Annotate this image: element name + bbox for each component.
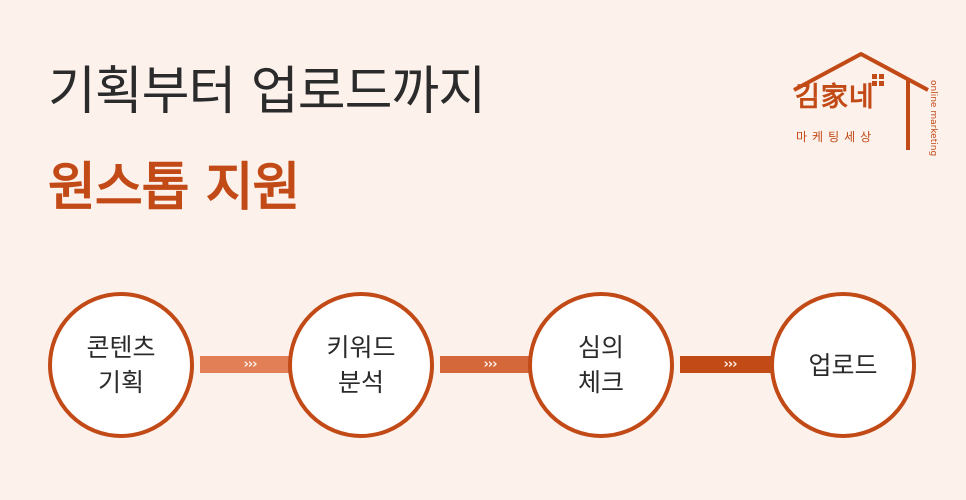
headline-line-2: 원스톱 지원 xyxy=(48,158,300,218)
step-label-line-1: 업로드 xyxy=(808,350,878,380)
house-logo-icon xyxy=(793,52,929,150)
step-review-check: 심의 체크 xyxy=(528,292,674,438)
connector-1: ››› xyxy=(200,356,300,373)
connector-2: ››› xyxy=(440,356,540,373)
logo-vertical-text: online marketing xyxy=(928,80,938,157)
step-content-planning: 콘텐츠 기획 xyxy=(48,292,194,438)
connector-3: ››› xyxy=(680,356,780,373)
step-label-line-2: 체크 xyxy=(577,368,624,397)
step-label-line-1: 키워드 xyxy=(326,333,396,362)
step-upload: 업로드 xyxy=(770,292,916,438)
logo-subtitle: 마케팅세상 xyxy=(796,130,877,144)
logo-name: 김家네 xyxy=(795,82,875,113)
step-label-line-1: 심의 xyxy=(577,333,624,362)
chevrons-icon: ››› xyxy=(483,357,497,372)
step-label-line-2: 기획 xyxy=(97,368,144,397)
chevrons-icon: ››› xyxy=(723,357,737,372)
chevrons-icon: ››› xyxy=(243,357,257,372)
headline-line-1: 기획부터 업로드까지 xyxy=(48,62,486,122)
step-label-line-2: 분석 xyxy=(337,368,384,397)
step-keyword-analysis: 키워드 분석 xyxy=(288,292,434,438)
step-label-line-1: 콘텐츠 xyxy=(86,333,156,362)
